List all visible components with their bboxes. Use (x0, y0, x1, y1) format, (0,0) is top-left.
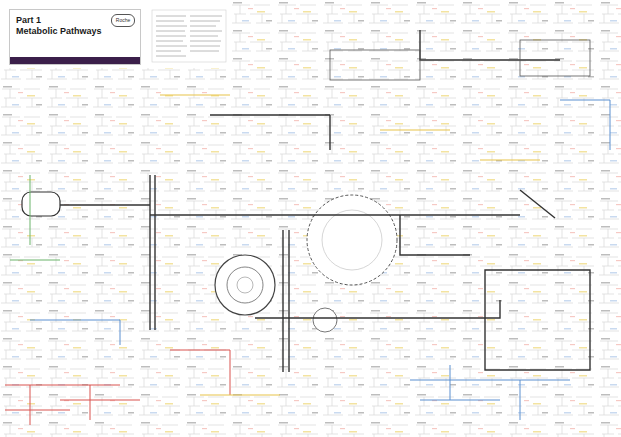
part-label: Part 1 (16, 15, 41, 25)
title-panel: Part 1 Metabolic Pathways Roche (9, 9, 141, 65)
title-bar (10, 57, 140, 64)
logo-text: Roche (111, 14, 135, 27)
poster-title: Metabolic Pathways (16, 26, 102, 36)
